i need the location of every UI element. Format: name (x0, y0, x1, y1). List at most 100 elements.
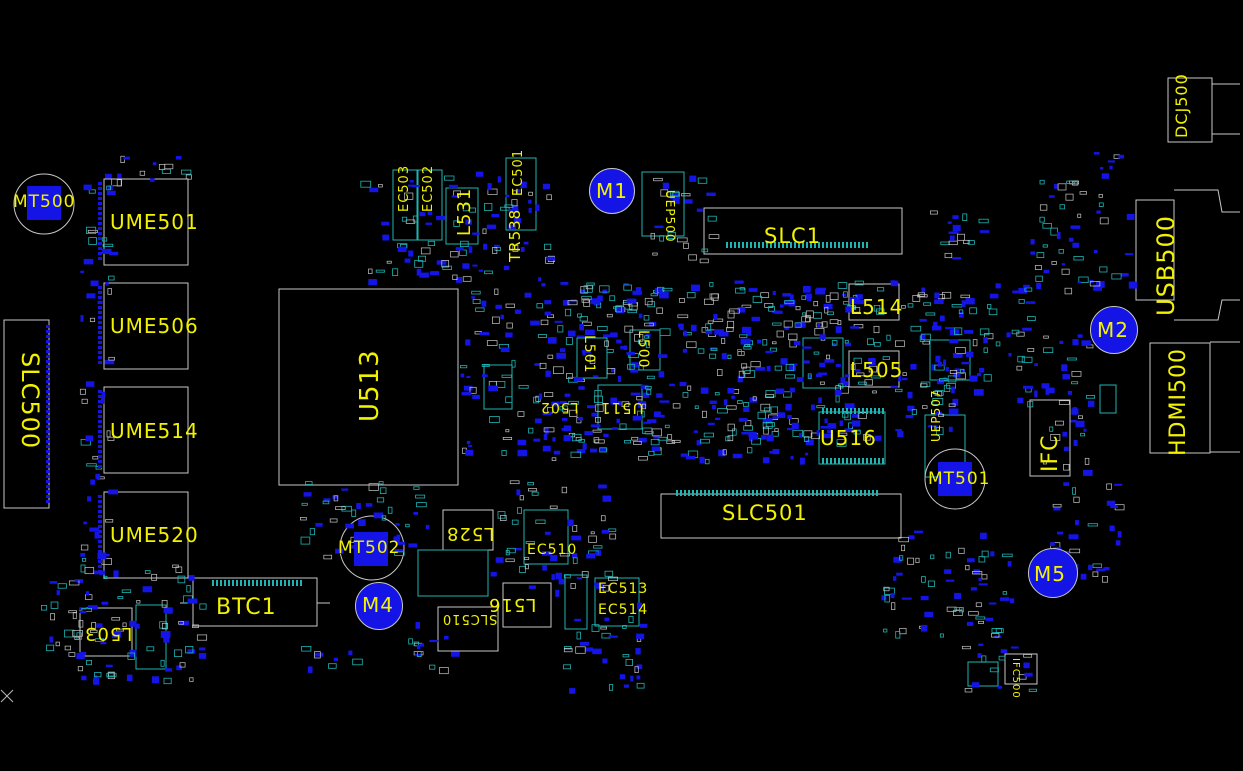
smd-pad (635, 648, 641, 655)
pin-pad (692, 490, 694, 496)
label-m5[interactable]: M5 (1034, 562, 1066, 586)
smd-pad (640, 623, 648, 628)
smd-pad (332, 495, 339, 500)
label-mt500[interactable]: MT500 (13, 192, 76, 212)
smd-pad (560, 348, 566, 353)
label-u516[interactable]: U516 (820, 426, 877, 450)
label-l514[interactable]: L514 (850, 295, 904, 319)
label-ifc[interactable]: IFC (1038, 434, 1063, 472)
smd-pad (360, 180, 372, 188)
label-ume501[interactable]: UME501 (110, 210, 199, 234)
smd-pad (989, 667, 999, 673)
smd-pad (948, 240, 958, 246)
label-l501[interactable]: L501 (581, 335, 597, 374)
smd-pad (96, 623, 103, 628)
label-l528[interactable]: L528 (446, 523, 495, 544)
smd-pad (757, 411, 766, 420)
label-slc1[interactable]: SLC1 (764, 224, 822, 248)
smd-pad (617, 375, 621, 382)
smd-pad (717, 369, 723, 376)
label-m2[interactable]: M2 (1097, 318, 1129, 342)
smd-pad (187, 598, 198, 604)
smd-pad (460, 373, 465, 378)
label-uep500[interactable]: UEP500 (663, 190, 677, 243)
smd-pad (772, 290, 776, 295)
label-btc1[interactable]: BTC1 (216, 595, 277, 620)
smd-pad (1098, 202, 1104, 207)
label-l531[interactable]: L531 (454, 187, 475, 236)
smd-pad (94, 570, 101, 575)
smd-pad (436, 216, 446, 221)
pin-pad (98, 202, 102, 205)
label-mt502[interactable]: MT502 (338, 538, 401, 558)
smd-pad (709, 282, 714, 287)
label-uep507[interactable]: UEP507 (929, 389, 943, 442)
smd-pad (713, 314, 718, 320)
label-ec514[interactable]: EC514 (598, 602, 649, 618)
label-mt501[interactable]: MT501 (928, 469, 991, 489)
smd-pad (1052, 503, 1062, 508)
smd-pad (307, 666, 313, 673)
label-tr538[interactable]: TR538 (506, 208, 524, 262)
label-u513[interactable]: U513 (355, 349, 385, 422)
smd-pad (998, 655, 1006, 661)
smd-pad (146, 646, 155, 652)
label-ifc500[interactable]: IFC500 (1010, 658, 1021, 699)
smd-pad (843, 291, 848, 298)
smd-pad (1062, 431, 1068, 437)
smd-pad (495, 557, 504, 563)
pin-pad (46, 500, 50, 503)
smd-pad (455, 247, 464, 251)
label-dcj500[interactable]: DCJ500 (1172, 73, 1191, 138)
smd-pad (1000, 649, 1008, 654)
label-slc510[interactable]: SLC510 (442, 611, 498, 626)
smd-pad (396, 541, 406, 545)
label-ec501[interactable]: EC501 (511, 148, 526, 196)
pin-pad (212, 580, 214, 586)
smd-pad (693, 430, 698, 433)
label-slc501[interactable]: SLC501 (722, 501, 808, 525)
label-u511[interactable]: U511 (600, 399, 644, 417)
label-usb500[interactable]: USB500 (1152, 214, 1180, 316)
label-ec502[interactable]: EC502 (421, 164, 436, 212)
label-l502[interactable]: L502 (540, 399, 579, 415)
label-l500[interactable]: L500 (635, 330, 651, 369)
pin-pad (232, 580, 234, 586)
label-hdmi500[interactable]: HDMI500 (1166, 348, 1191, 456)
pin-pad (830, 408, 832, 414)
smd-pad (178, 621, 184, 625)
smd-pad (727, 435, 734, 442)
smd-pad (785, 364, 795, 371)
label-ec510[interactable]: EC510 (527, 542, 578, 558)
label-l503[interactable]: L503 (84, 623, 133, 644)
label-ume514[interactable]: UME514 (110, 419, 199, 443)
smd-pad (524, 556, 530, 560)
pin-pad (798, 242, 800, 248)
pin-pad (838, 458, 840, 464)
label-m4[interactable]: M4 (362, 593, 394, 617)
smd-pad (987, 304, 992, 309)
smd-pad (491, 214, 500, 218)
pin-pad (746, 242, 748, 248)
pin-pad (46, 395, 50, 398)
smd-pad (636, 664, 643, 669)
smd-pad (1042, 244, 1048, 248)
smd-pad (1075, 420, 1085, 428)
smd-pad (595, 417, 601, 423)
label-l505[interactable]: L505 (850, 358, 904, 382)
crosshair-icon (0, 689, 14, 703)
smd-pad (581, 321, 592, 326)
label-ec503[interactable]: EC503 (397, 164, 412, 212)
label-m1[interactable]: M1 (596, 179, 628, 203)
smd-pad (642, 427, 653, 434)
label-ec513[interactable]: EC513 (598, 581, 649, 597)
pin-pad (780, 490, 782, 496)
smd-pad (300, 517, 307, 521)
smd-pad (602, 584, 610, 592)
smd-pad (583, 299, 591, 307)
label-ume506[interactable]: UME506 (110, 314, 199, 338)
label-slc500[interactable]: SLC500 (16, 352, 44, 450)
smd-pad (664, 424, 670, 429)
label-ume520[interactable]: UME520 (110, 523, 199, 547)
